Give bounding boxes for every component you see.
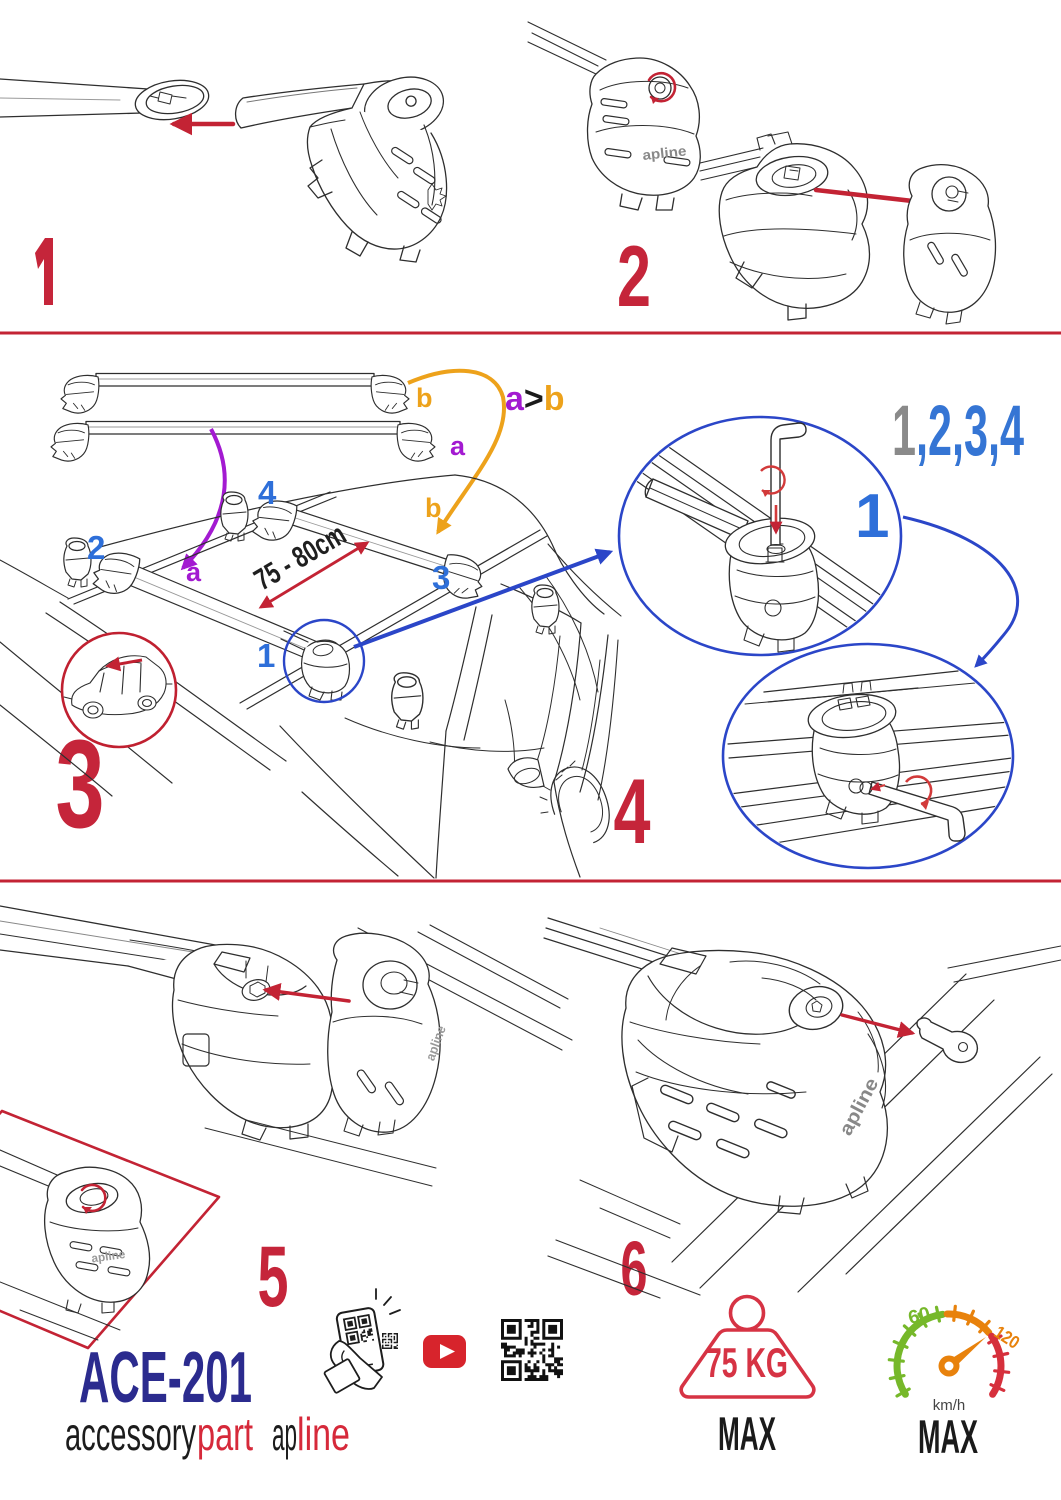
svg-text:a>b: a>b <box>505 380 565 418</box>
svg-text:2: 2 <box>617 229 651 325</box>
svg-text:1,2,3,4: 1,2,3,4 <box>892 392 1024 471</box>
svg-text:ACE-201: ACE-201 <box>79 1338 252 1418</box>
svg-text:apline: apline <box>642 142 688 163</box>
svg-text:75 KG: 75 KG <box>706 1339 788 1386</box>
svg-text:line: line <box>297 1408 350 1460</box>
svg-text:5: 5 <box>258 1229 289 1325</box>
svg-text:3: 3 <box>432 559 450 596</box>
svg-text:b: b <box>425 493 442 523</box>
svg-text:a: a <box>186 557 202 587</box>
svg-text:1: 1 <box>257 637 275 674</box>
svg-text:1: 1 <box>855 482 889 551</box>
svg-text:apline: apline <box>91 1247 127 1266</box>
svg-text:4: 4 <box>258 474 277 511</box>
svg-text:accessory: accessory <box>65 1408 196 1460</box>
svg-text:2: 2 <box>87 529 105 566</box>
svg-text:60: 60 <box>906 1303 932 1329</box>
svg-text:4: 4 <box>614 761 651 863</box>
svg-text:ap: ap <box>272 1408 297 1460</box>
svg-text:MAX: MAX <box>718 1407 776 1460</box>
svg-text:b: b <box>416 383 433 413</box>
svg-text:part: part <box>197 1408 253 1460</box>
svg-text:a: a <box>450 431 466 461</box>
svg-text:6: 6 <box>621 1226 648 1312</box>
svg-text:km/h: km/h <box>933 1397 966 1414</box>
svg-text:MAX: MAX <box>918 1410 978 1463</box>
